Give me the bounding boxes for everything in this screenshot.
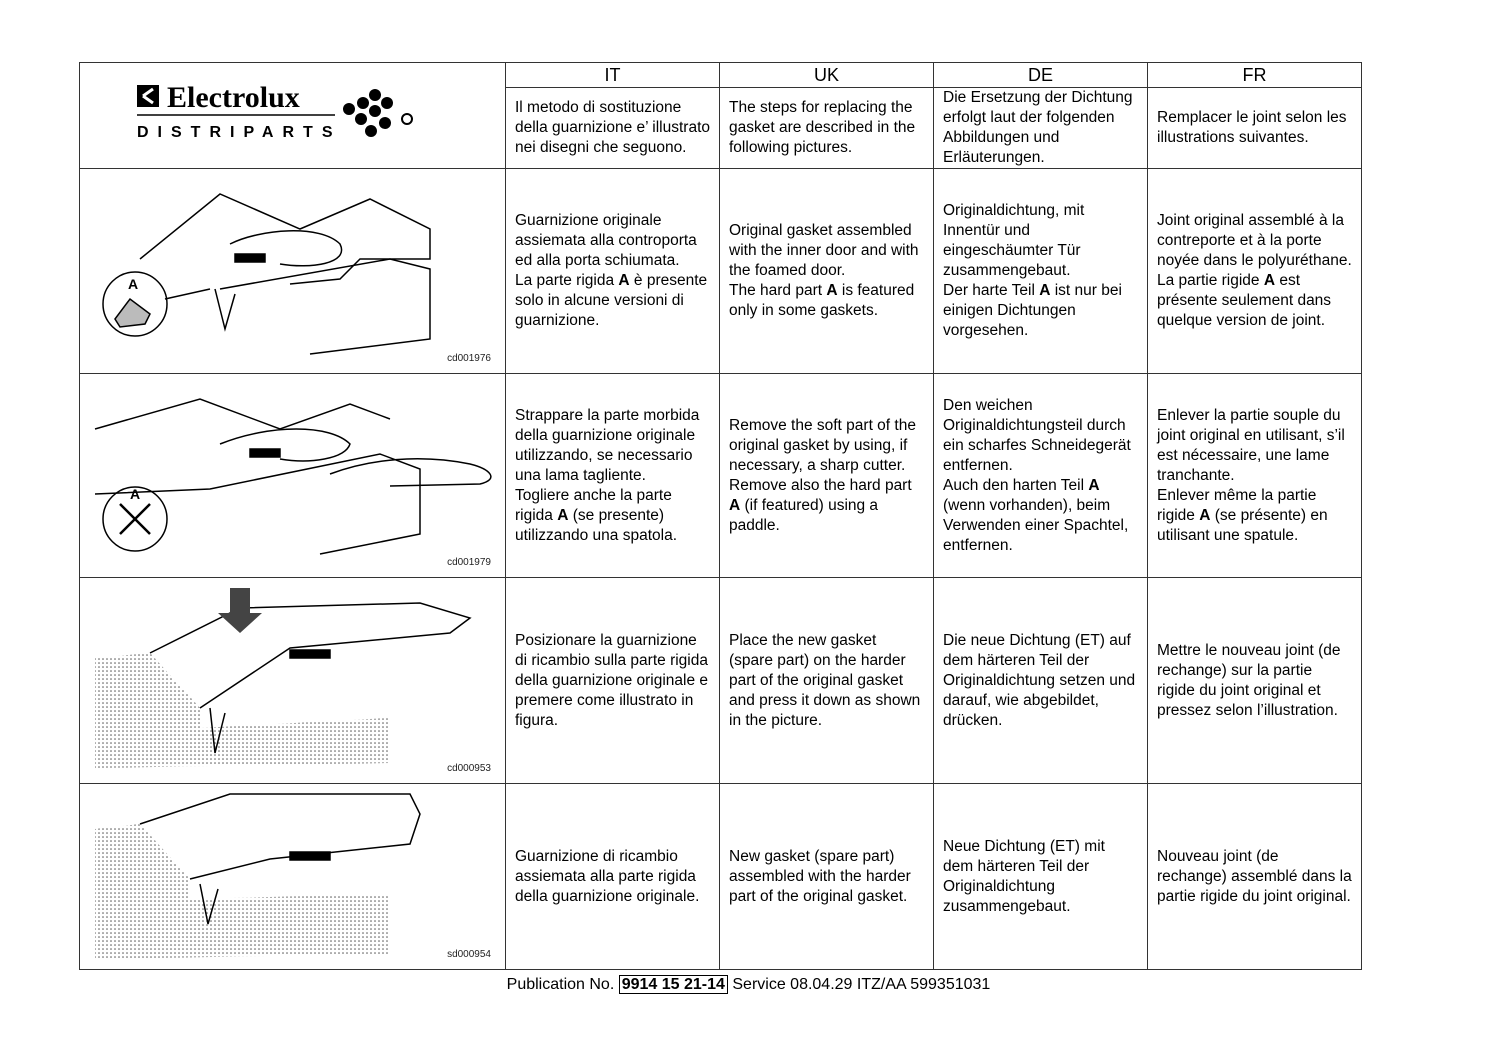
step-row: sd000954 Guarnizione di ricambio assiema… bbox=[79, 783, 1362, 970]
step-row: cd000953 Posizionare la guarnizione di r… bbox=[79, 577, 1362, 784]
svg-text:Electrolux: Electrolux bbox=[167, 81, 300, 114]
step-illustration: sd000954 bbox=[79, 783, 506, 970]
step-text-uk: Place the new gasket (spare part) on the… bbox=[719, 577, 934, 784]
step-text-it: Guarnizione di ricambio assiemata alla p… bbox=[505, 783, 720, 970]
step-text-de: Neue Dichtung (ET) mit dem härteren Teil… bbox=[933, 783, 1148, 970]
step-row: A cd001976 Guarnizione originale assiema… bbox=[79, 168, 1362, 374]
step-text-fr: Enlever la partie souple du joint origin… bbox=[1147, 373, 1362, 578]
lang-header-it: IT bbox=[505, 62, 720, 88]
step-text-fr: Joint original assemblé à la contreporte… bbox=[1147, 168, 1362, 374]
publication-number: 9914 15 21-14 bbox=[618, 975, 728, 994]
step-text-fr: Nouveau joint (de rechange) assemblé dan… bbox=[1147, 783, 1362, 970]
step-text-uk: New gasket (spare part) assembled with t… bbox=[719, 783, 934, 970]
step-text-de: Den weichen Originaldichtungsteil durch … bbox=[933, 373, 1148, 578]
step-illustration: A cd001976 bbox=[79, 168, 506, 374]
figure-code: cd001979 bbox=[447, 557, 491, 568]
publication-footer: Publication No. 9914 15 21-14 Service 08… bbox=[0, 975, 1497, 994]
intro-de: Die Ersetzung der Dichtung erfolgt laut … bbox=[933, 87, 1148, 169]
instruction-table: Electrolux DISTRIPARTS IT UK DE FR Il me… bbox=[79, 62, 1362, 970]
gasket-assembled-illustration bbox=[95, 793, 421, 959]
electrolux-distriparts-logo: Electrolux DISTRIPARTS bbox=[137, 81, 413, 141]
step-text-it: Posizionare la guarnizione di ricambio s… bbox=[505, 577, 720, 784]
figure-code: cd001976 bbox=[447, 353, 491, 364]
step-illustration: cd000953 bbox=[79, 577, 506, 784]
lang-header-de: DE bbox=[933, 62, 1148, 88]
gasket-original-illustration: A bbox=[102, 193, 431, 355]
intro-fr: Remplacer le joint selon les illustratio… bbox=[1147, 87, 1362, 169]
svg-text:DISTRIPARTS: DISTRIPARTS bbox=[137, 124, 341, 141]
figure-code: sd000954 bbox=[447, 949, 491, 960]
figure-code: cd000953 bbox=[447, 763, 491, 774]
logo-cell: Electrolux DISTRIPARTS bbox=[79, 62, 506, 169]
svg-text:A: A bbox=[130, 486, 140, 502]
lang-header-uk: UK bbox=[719, 62, 934, 88]
step-illustration: A cd001979 bbox=[79, 373, 506, 578]
intro-uk: The steps for replacing the gasket are d… bbox=[719, 87, 934, 169]
svg-text:A: A bbox=[128, 276, 138, 292]
step-text-it: Guarnizione originale assiemata alla con… bbox=[505, 168, 720, 374]
step-text-it: Strappare la parte morbida della guarniz… bbox=[505, 373, 720, 578]
press-arrow-icon bbox=[218, 588, 262, 633]
step-text-uk: Remove the soft part of the original gas… bbox=[719, 373, 934, 578]
intro-it: Il metodo di sostituzione della guarnizi… bbox=[505, 87, 720, 169]
step-text-uk: Original gasket assembled with the inner… bbox=[719, 168, 934, 374]
step-text-de: Originaldichtung, mit Innentür und einge… bbox=[933, 168, 1148, 374]
gasket-removal-illustration: A bbox=[94, 398, 492, 555]
step-text-de: Die neue Dichtung (ET) auf dem härteren … bbox=[933, 577, 1148, 784]
lang-header-fr: FR bbox=[1147, 62, 1362, 88]
step-text-fr: Mettre le nouveau joint (de rechange) su… bbox=[1147, 577, 1362, 784]
footer-suffix: Service 08.04.29 ITZ/AA 599351031 bbox=[727, 976, 991, 993]
step-row: A cd001979 Strappare la parte morbida de… bbox=[79, 373, 1362, 578]
footer-prefix: Publication No. bbox=[506, 976, 619, 993]
gasket-press-illustration bbox=[95, 588, 472, 768]
